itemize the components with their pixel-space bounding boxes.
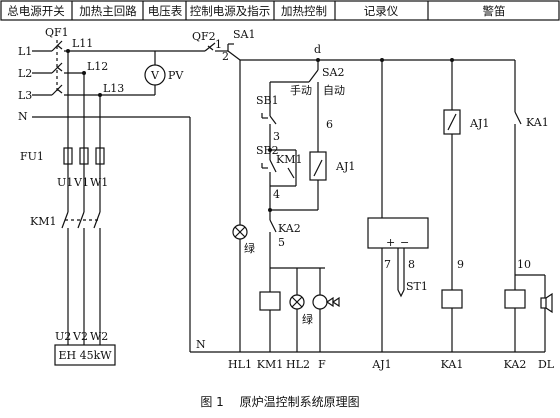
label-n-bottom: N — [196, 338, 206, 351]
label-green-1: 绿 — [244, 241, 255, 255]
label-u2: U2 — [55, 330, 71, 343]
label-manual: 手动 — [290, 83, 312, 97]
label-node-d: d — [314, 43, 321, 56]
label-aj1-top: AJ1 — [469, 117, 489, 130]
label-km1-main: KM1 — [30, 215, 56, 228]
header-cell-heating-main: 加热主回路 — [79, 4, 137, 18]
label-voltmeter-v: V — [150, 69, 160, 82]
label-qf2: QF2 — [192, 30, 216, 43]
label-wire-3: 3 — [273, 130, 280, 143]
label-wire-6: 6 — [326, 118, 333, 131]
label-ka1-contact: KA1 — [526, 116, 549, 129]
header-cell-main-switch: 总电源开关 — [7, 4, 65, 18]
label-l13: L13 — [103, 82, 124, 95]
header-cell-heating-control: 加热控制 — [281, 4, 327, 18]
label-sb1: SB1 — [256, 94, 279, 107]
label-wire-8: 8 — [408, 258, 415, 271]
label-sa2: SA2 — [322, 66, 344, 79]
figure-title: 原炉温控制系统原理图 — [239, 395, 360, 409]
bottom-label-dl: DL — [538, 358, 555, 371]
label-sa1: SA1 — [233, 28, 255, 41]
label-n: N — [18, 110, 28, 123]
label-node-2: 2 — [222, 50, 229, 63]
label-qf1: QF1 — [45, 26, 69, 39]
label-km1-hold: KM1 — [276, 153, 302, 166]
label-l3: L3 — [18, 89, 32, 102]
bottom-label-ka1: KA1 — [441, 358, 464, 371]
label-wire-7: 7 — [384, 258, 391, 271]
label-recorder-plus: + — [386, 236, 395, 249]
label-sb2: SB2 — [256, 144, 279, 157]
figure-number: 图 1 — [200, 395, 224, 409]
label-v1: V1 — [73, 176, 89, 189]
header-cell-recorder: 记录仪 — [364, 4, 399, 18]
bottom-label-hl2: HL2 — [286, 358, 310, 371]
label-w2: W2 — [90, 330, 108, 343]
figure-caption: 图 1 原炉温控制系统原理图 — [0, 393, 560, 410]
header-cell-voltmeter: 电压表 — [148, 4, 183, 18]
header-cell-siren: 警笛 — [483, 4, 506, 18]
main-circuit: QF1 L1 L2 L3 N L11 L12 L13 V PV — [18, 26, 545, 366]
label-node-1: 1 — [215, 38, 222, 51]
bottom-label-aj1: AJ1 — [371, 358, 391, 371]
bottom-labels: HL1 KM1 HL2 F AJ1 KA1 KA2 DL — [228, 358, 555, 371]
control-circuit: QF2 1 SA1 2 d 绿 SA2 手动 自动 6 SB1 — [188, 28, 553, 352]
label-w1: W1 — [90, 176, 108, 189]
bottom-label-f: F — [318, 358, 326, 371]
label-auto: 自动 — [323, 84, 345, 97]
label-fu1: FU1 — [20, 150, 44, 163]
label-l11: L11 — [72, 37, 93, 50]
label-wire-5: 5 — [278, 236, 285, 249]
label-v2: V2 — [72, 330, 88, 343]
label-aj1-contact: AJ1 — [335, 160, 355, 173]
label-pv: PV — [168, 69, 184, 82]
label-wire-4: 4 — [273, 188, 280, 201]
label-heater: EH 45kW — [58, 349, 112, 362]
label-wire-10: 10 — [517, 258, 531, 271]
label-l2: L2 — [18, 67, 32, 80]
bottom-label-km1: KM1 — [257, 358, 283, 371]
label-green-2: 绿 — [302, 312, 313, 326]
label-l1: L1 — [18, 45, 32, 58]
label-ka2-contact: KA2 — [278, 222, 301, 235]
label-l12: L12 — [87, 60, 108, 73]
header-cell-control-power: 控制电源及指示 — [190, 4, 271, 18]
header-table: 总电源开关 加热主回路 电压表 控制电源及指示 加热控制 记录仪 警笛 — [0, 0, 560, 21]
bottom-label-hl1: HL1 — [228, 358, 252, 371]
label-st1: ST1 — [406, 280, 428, 293]
label-wire-9: 9 — [457, 258, 464, 271]
bottom-label-ka2: KA2 — [504, 358, 527, 371]
label-u1: U1 — [57, 176, 73, 189]
label-recorder-minus: − — [400, 236, 409, 249]
